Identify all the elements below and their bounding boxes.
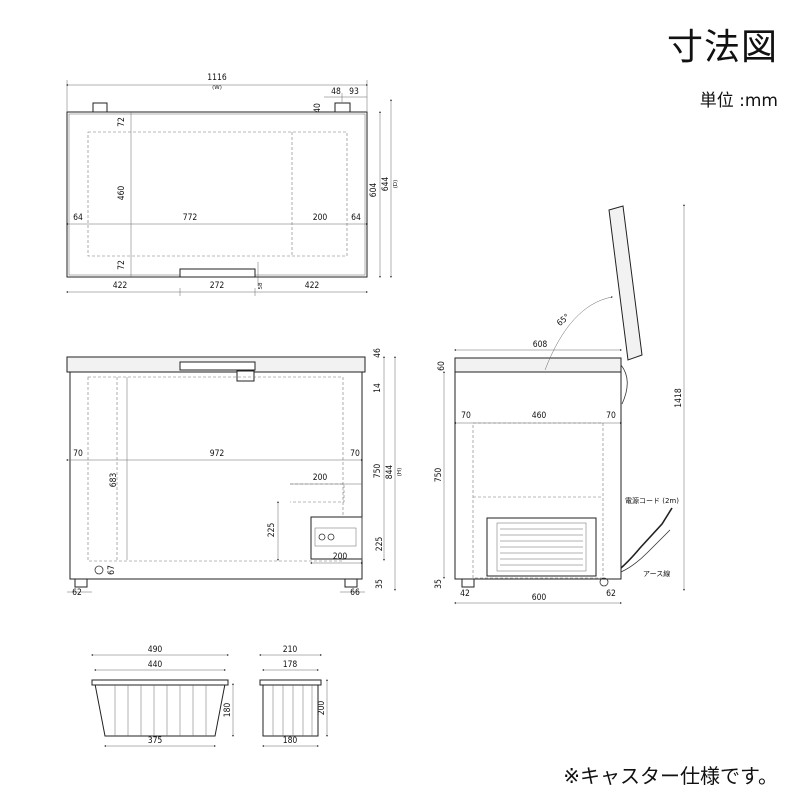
dim-top-422-left: 422 bbox=[113, 281, 128, 291]
top-view-body bbox=[66, 111, 368, 278]
front-view-lock bbox=[236, 370, 255, 382]
drain-plug bbox=[94, 565, 104, 575]
dim-front-66: 66 bbox=[350, 588, 360, 598]
dim-top-64-right: 64 bbox=[351, 213, 361, 223]
dim-basket-small-180: 180 bbox=[283, 736, 298, 746]
dim-top-72-lower: 72 bbox=[117, 260, 127, 270]
dim-top-422-right: 422 bbox=[305, 281, 320, 291]
ground-wire-label: アース線 bbox=[643, 569, 670, 578]
dim-side-750: 750 bbox=[434, 468, 444, 483]
dim-front-844: 844 bbox=[385, 465, 395, 480]
dim-basket-small-178: 178 bbox=[283, 660, 298, 670]
dim-front-683: 683 bbox=[109, 473, 119, 488]
dim-side-42: 42 bbox=[460, 589, 470, 599]
dim-side-1418: 1418 bbox=[674, 388, 684, 408]
dim-basket-large-440: 440 bbox=[148, 660, 163, 670]
dim-front-750: 750 bbox=[373, 464, 383, 479]
dim-top-64-left: 64 bbox=[73, 213, 83, 223]
dim-front-844-sub: (H) bbox=[397, 468, 403, 476]
dim-top-644-sub: (D) bbox=[393, 180, 399, 189]
dim-basket-small-210: 210 bbox=[283, 645, 298, 655]
front-right-caster bbox=[344, 578, 358, 588]
dim-front-67: 67 bbox=[107, 565, 117, 575]
dim-top-460: 460 bbox=[117, 186, 127, 201]
top-view: 1116 (W) 48 93 40 72 460 72 64 772 200 6… bbox=[66, 73, 399, 296]
dim-front-46: 46 bbox=[373, 348, 383, 358]
basket-small-body bbox=[262, 683, 319, 737]
page-title: 寸法図 bbox=[666, 27, 778, 68]
dim-side-70-left: 70 bbox=[461, 411, 471, 421]
dim-side-460: 460 bbox=[532, 411, 547, 421]
dim-front-225-left: 225 bbox=[267, 523, 277, 538]
dim-side-600: 600 bbox=[532, 593, 547, 603]
dim-top-604: 604 bbox=[369, 183, 379, 198]
dim-side-60: 60 bbox=[437, 361, 447, 371]
dim-top-width: 1116 bbox=[207, 73, 227, 83]
dim-basket-large-375: 375 bbox=[148, 736, 163, 746]
dim-top-48: 48 bbox=[331, 87, 341, 97]
dim-side-35: 35 bbox=[434, 579, 444, 589]
dim-top-93: 93 bbox=[349, 87, 359, 97]
side-view-lid-edge bbox=[454, 357, 622, 373]
side-view-open-lid bbox=[608, 205, 643, 361]
dim-front-14: 14 bbox=[373, 383, 383, 393]
dim-top-58: 58 bbox=[258, 282, 264, 289]
power-cord bbox=[620, 507, 673, 569]
dim-side-70-right: 70 bbox=[606, 411, 616, 421]
top-view-handle bbox=[179, 268, 256, 278]
basket-large-body bbox=[94, 683, 226, 737]
dim-front-35: 35 bbox=[375, 579, 385, 589]
basket-large: 490 440 180 375 bbox=[91, 645, 234, 747]
dim-front-972: 972 bbox=[210, 449, 225, 459]
front-view: 46 14 750 844 (H) 70 972 70 683 200 225 … bbox=[66, 348, 403, 598]
dim-front-62: 62 bbox=[72, 588, 82, 598]
dim-front-200-top: 200 bbox=[313, 473, 328, 483]
top-right-hinge bbox=[334, 102, 351, 113]
dim-top-40: 40 bbox=[313, 103, 323, 113]
dim-basket-small-200: 200 bbox=[317, 701, 327, 716]
dim-top-272: 272 bbox=[210, 281, 225, 291]
dim-top-72-upper: 72 bbox=[117, 117, 127, 127]
caster-footnote: ※キャスター仕様です。 bbox=[563, 764, 778, 788]
dim-front-225-right: 225 bbox=[375, 537, 385, 552]
dim-top-width-sub: (W) bbox=[212, 85, 222, 91]
ground-wire bbox=[620, 529, 671, 573]
front-left-caster bbox=[74, 578, 88, 588]
dim-basket-large-490: 490 bbox=[148, 645, 163, 655]
dim-top-772: 772 bbox=[183, 213, 198, 223]
unit-label: 単位 :mm bbox=[699, 91, 778, 111]
top-view-opening bbox=[87, 131, 348, 257]
top-left-hinge bbox=[92, 102, 108, 113]
dim-front-70-right: 70 bbox=[350, 449, 360, 459]
dim-side-65deg: 65° bbox=[555, 312, 572, 328]
power-cord-label: 電源コード (2m) bbox=[625, 496, 679, 505]
front-view-handle bbox=[179, 361, 256, 371]
dim-front-70-left: 70 bbox=[73, 449, 83, 459]
dim-top-644: 644 bbox=[381, 177, 391, 192]
dim-front-200-panel: 200 bbox=[333, 552, 348, 562]
basket-small: 210 178 200 180 bbox=[259, 645, 328, 747]
side-view: 65° 608 60 70 460 70 750 1418 35 42 600 … bbox=[434, 204, 685, 604]
dim-top-200: 200 bbox=[313, 213, 328, 223]
dim-side-62: 62 bbox=[606, 589, 616, 599]
dim-side-608: 608 bbox=[533, 340, 548, 350]
dim-basket-large-180: 180 bbox=[223, 703, 233, 718]
